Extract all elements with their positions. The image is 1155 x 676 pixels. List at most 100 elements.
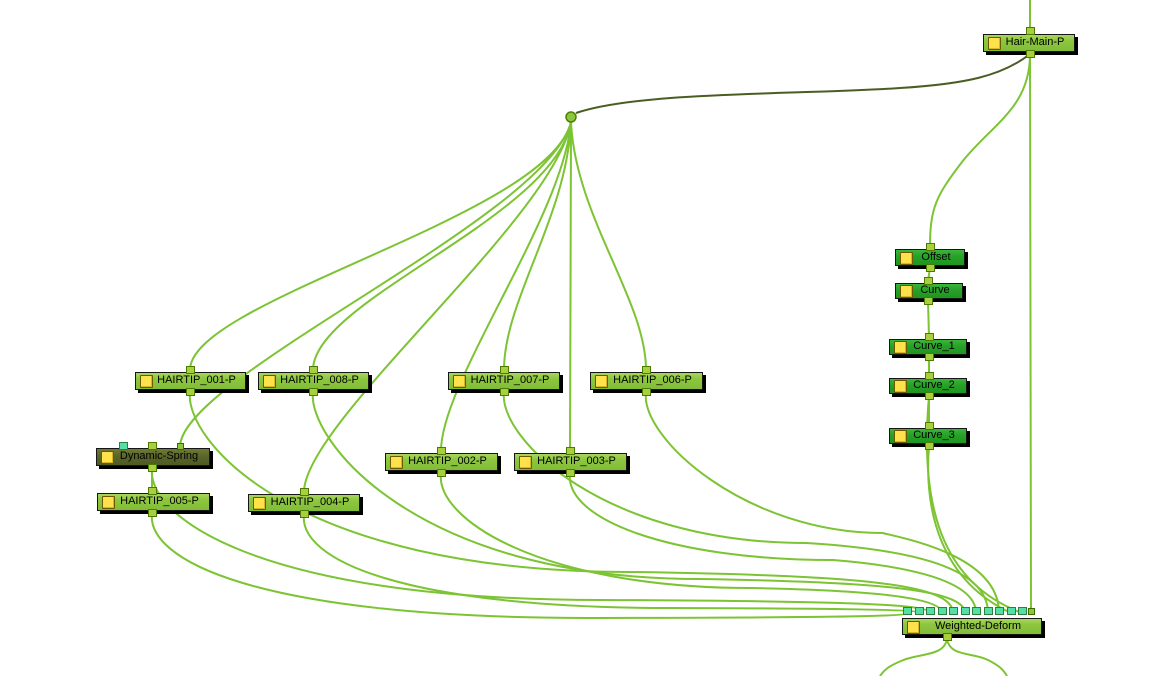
- node-module-icon[interactable]: [900, 285, 913, 298]
- cable-005-to-wd[interactable]: [150, 512, 908, 620]
- cable-002-to-wd[interactable]: [439, 472, 943, 614]
- cable-wp-to-004[interactable]: [303, 121, 572, 493]
- port-green-hairtip-006-p[interactable]: [642, 366, 651, 374]
- port-green-curve[interactable]: [924, 277, 933, 285]
- node-module-icon[interactable]: [988, 37, 1001, 50]
- port-green-hairtip-007-p[interactable]: [500, 366, 509, 374]
- node-label: HAIRTIP_007-P: [470, 374, 550, 386]
- port-green-curve-2[interactable]: [925, 372, 934, 380]
- node-module-icon[interactable]: [101, 451, 114, 464]
- port-green-hairtip-006-p[interactable]: [642, 388, 651, 396]
- port-cyan-weighted-deform[interactable]: [1018, 607, 1027, 615]
- node-module-icon[interactable]: [390, 456, 403, 469]
- port-green-hairtip-005-p[interactable]: [148, 509, 157, 517]
- port-cyan-weighted-deform[interactable]: [915, 607, 924, 615]
- cable-003-to-wd[interactable]: [568, 472, 977, 614]
- port-green-hairtip-004-p[interactable]: [300, 488, 309, 496]
- node-module-icon[interactable]: [263, 375, 276, 388]
- port-cyan-weighted-deform[interactable]: [995, 607, 1004, 615]
- node-module-icon[interactable]: [253, 497, 266, 510]
- port-green-hairtip-008-p[interactable]: [309, 366, 318, 374]
- port-cyan-weighted-deform[interactable]: [903, 607, 912, 615]
- port-green-hairtip-003-p[interactable]: [566, 447, 575, 455]
- port-green-hairtip-003-p[interactable]: [566, 469, 575, 477]
- node-label: Curve_3: [913, 429, 955, 441]
- node-module-icon[interactable]: [894, 380, 907, 393]
- node-module-icon[interactable]: [519, 456, 532, 469]
- cable-wp-to-002[interactable]: [440, 121, 572, 452]
- port-cyan-weighted-deform[interactable]: [949, 607, 958, 615]
- port-green-hairtip-008-p[interactable]: [309, 388, 318, 396]
- node-label: Hair-Main-P: [1005, 36, 1065, 48]
- cable-006-to-wd[interactable]: [644, 391, 1000, 614]
- node-label: Offset: [921, 250, 951, 263]
- port-cyan-weighted-deform[interactable]: [1007, 607, 1016, 615]
- node-weighted-deform[interactable]: Weighted-Deform: [902, 618, 1042, 635]
- node-label: HAIRTIP_003-P: [537, 455, 616, 467]
- port-green-hair-main-p[interactable]: [1026, 50, 1035, 58]
- port-cyan-weighted-deform[interactable]: [984, 607, 993, 615]
- port-green-hairtip-001-p[interactable]: [186, 388, 195, 396]
- cable-wp-to-001[interactable]: [189, 121, 572, 371]
- node-label: HAIRTIP_001-P: [157, 374, 236, 386]
- cable-spring-to-wd[interactable]: [150, 467, 931, 614]
- node-module-icon[interactable]: [595, 375, 608, 388]
- node-module-icon[interactable]: [453, 375, 466, 388]
- port-green-hairtip-007-p[interactable]: [500, 388, 509, 396]
- node-module-icon[interactable]: [900, 251, 913, 265]
- cable-wp-to-007[interactable]: [503, 121, 572, 371]
- port-green-offset[interactable]: [926, 243, 935, 251]
- node-label: HAIRTIP_008-P: [280, 374, 359, 386]
- cable-hmp-to-wd[interactable]: [1029, 53, 1032, 611]
- cable-hmp-to-offset[interactable]: [929, 53, 1031, 248]
- port-cyan-dynamic-spring[interactable]: [119, 442, 128, 450]
- node-label: Weighted-Deform: [935, 619, 1021, 632]
- port-green-dynamic-spring[interactable]: [148, 442, 157, 450]
- port-green-curve[interactable]: [924, 297, 933, 305]
- cable-hmp-to-waypoint[interactable]: [575, 53, 1031, 114]
- node-module-icon[interactable]: [907, 620, 920, 634]
- port-green-hairtip-002-p[interactable]: [437, 469, 446, 477]
- port-green-hairtip-005-p[interactable]: [148, 487, 157, 495]
- port-cyan-weighted-deform[interactable]: [938, 607, 947, 615]
- node-module-icon[interactable]: [102, 496, 115, 509]
- cable-001-to-wd[interactable]: [188, 391, 954, 614]
- port-cyan-weighted-deform[interactable]: [972, 607, 981, 615]
- cable-wd-out-right[interactable]: [946, 638, 1008, 676]
- cable-wd-out-left[interactable]: [879, 638, 948, 676]
- cable-wp-to-006[interactable]: [570, 121, 647, 371]
- port-green-curve-1[interactable]: [925, 353, 934, 361]
- port-green-curve-3[interactable]: [925, 422, 934, 430]
- node-label: HAIRTIP_004-P: [270, 496, 350, 508]
- port-green-curve-2[interactable]: [925, 392, 934, 400]
- port-green-offset[interactable]: [926, 264, 935, 272]
- cable-008-to-wd[interactable]: [311, 391, 966, 614]
- port-green-curve-1[interactable]: [925, 333, 934, 341]
- node-module-icon[interactable]: [140, 375, 153, 388]
- port-small-weighted-deform[interactable]: [1028, 608, 1035, 615]
- port-small-dynamic-spring[interactable]: [177, 443, 184, 450]
- port-green-hairtip-004-p[interactable]: [300, 510, 309, 518]
- cable-curve-to-curve1[interactable]: [927, 300, 930, 338]
- port-green-curve-3[interactable]: [925, 442, 934, 450]
- cable-wp-to-003[interactable]: [569, 121, 572, 452]
- port-green-hair-main-p[interactable]: [1026, 27, 1035, 35]
- port-green-weighted-deform[interactable]: [943, 633, 952, 641]
- port-green-dynamic-spring[interactable]: [148, 464, 157, 472]
- port-cyan-weighted-deform[interactable]: [961, 607, 970, 615]
- port-green-hairtip-001-p[interactable]: [186, 366, 195, 374]
- node-label: HAIRTIP_002-P: [408, 455, 487, 467]
- port-cyan-weighted-deform[interactable]: [926, 607, 935, 615]
- node-label: Curve_2: [913, 379, 955, 391]
- cable-waypoint[interactable]: [565, 111, 577, 123]
- node-module-icon[interactable]: [894, 341, 907, 354]
- node-module-icon[interactable]: [894, 430, 907, 443]
- node-label: Curve: [920, 284, 950, 296]
- cable-wp-to-008[interactable]: [312, 121, 572, 371]
- cable-wp-to-spring[interactable]: [179, 121, 572, 448]
- port-green-hairtip-002-p[interactable]: [437, 447, 446, 455]
- cable-007-to-wd[interactable]: [502, 391, 989, 614]
- cable-004-to-wd[interactable]: [302, 513, 920, 614]
